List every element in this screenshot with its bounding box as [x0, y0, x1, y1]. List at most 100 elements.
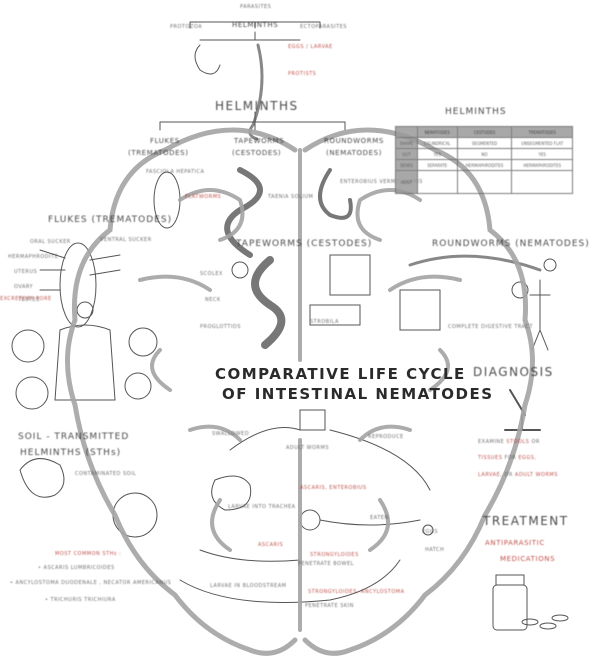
table-cell: YES	[511, 148, 573, 160]
table-cell: HERMAPHRODITES	[456, 159, 513, 171]
table-cell: HERMAPHRODITES	[511, 159, 573, 171]
flatworms-label: FLATWORMS	[185, 194, 222, 200]
flukes-panel-title: FLUKES (TREMATODES)	[48, 215, 173, 225]
table-header: CESTODES	[456, 126, 513, 138]
sth-list-item: • ASCARIS LUMBRICOIDES	[38, 565, 115, 571]
body-head-sketch	[76, 301, 94, 319]
cycle-title-1: COMPARATIVE LIFE CYCLE	[215, 365, 466, 383]
person-sketch	[529, 279, 551, 351]
magnify-circle-1	[11, 329, 45, 363]
cycle-larvae-blood: LARVAE IN BLOODSTREAM	[210, 583, 287, 589]
fluke-label: UTERUS	[14, 269, 38, 275]
roundworms-label: ROUNDWORMS	[324, 137, 384, 145]
main-tree-lines	[159, 111, 346, 131]
label-protozoa: PROTOZOA	[170, 24, 203, 30]
diagnosis-word: ADULT WORMS	[514, 472, 558, 478]
table-cell: SEXES	[395, 159, 418, 171]
cycle-reproduce: REPRODUCE	[368, 434, 404, 440]
diagnosis-title: DIAGNOSIS	[473, 365, 554, 379]
diagnosis-word: EXAMINE	[478, 439, 505, 445]
magnify-circle-4	[124, 372, 152, 400]
table-cell	[511, 170, 573, 194]
roundworm-box-1	[329, 254, 371, 296]
diagnosis-word: OR	[504, 472, 513, 478]
diagnosis-word: LARVAE,	[478, 472, 503, 478]
lungs-sketch	[211, 475, 252, 511]
fluke-label: HERMAPHRODITE	[8, 254, 59, 260]
table-header: NEMATODES	[416, 126, 458, 138]
diagnosis-word: STOOLS	[506, 439, 530, 445]
tapeworm-sketch	[224, 167, 263, 258]
cycle-strongyloides-ancylostoma: STRONGYLOIDES, ANCYLOSTOMA	[308, 589, 405, 595]
most-common-sth-label: MOST COMMON STHs :	[55, 551, 122, 557]
arrow-eaten	[319, 519, 421, 526]
table-cell	[416, 170, 458, 194]
table-cell: NO	[456, 148, 513, 160]
cycle-penetrate-bowel: PENETRATE BOWEL	[298, 561, 354, 567]
diagnosis-word: TISSUES	[478, 455, 503, 461]
label-ectoparasites: ECTOPARASITES	[300, 24, 347, 30]
top-organ-sketch	[194, 44, 221, 75]
tapeworm-label: NECK	[205, 297, 221, 303]
fluke-label: ORAL SUCKER	[30, 239, 71, 245]
table-cell: YES	[416, 148, 458, 160]
tapeworm-panel-title: TAPEWORMS (CESTODES)	[236, 239, 373, 249]
arrow-reproduce	[329, 429, 431, 491]
table-cell: SEGMENTED	[456, 137, 513, 149]
cycle-eggs: EGGS	[422, 529, 439, 535]
brain-left-outline	[65, 127, 298, 656]
sth-list-item: • ANCYLOSTOMA DUODENALE , NECATOR AMERIC…	[10, 580, 172, 586]
diagnosis-text: TISSUES FOR EGGS,	[478, 456, 537, 461]
tapeworm-label: PROGLOTTIDS	[200, 324, 241, 330]
contaminated-soil-label: CONTAMINATED SOIL	[75, 471, 137, 477]
cycle-adult-worms: ADULT WORMS	[286, 445, 330, 451]
top-tree-lines	[189, 21, 321, 29]
cycle-eaten: EATEN	[370, 515, 389, 521]
body-torso-sketch	[54, 324, 116, 401]
hand-soil-sketch	[19, 458, 65, 498]
table-cell: CYLINDRICAL	[416, 137, 458, 149]
cycle-swallowed: SWALLOWED	[212, 431, 250, 437]
flukes-sub: (TREMATODES)	[128, 149, 189, 157]
tapeworms-sub: (CESTODES)	[232, 149, 282, 157]
roundworms-sub: (NEMATODES)	[326, 149, 383, 157]
diagnosis-word: FOR	[504, 455, 517, 461]
tapeworm-label: STROBILA	[310, 319, 339, 325]
sth-title-2: HELMINTHS (STHs)	[20, 448, 122, 458]
fluke-label: OVARY	[14, 284, 34, 290]
diagnosis-word: OR	[531, 439, 540, 445]
table-cell: SHAPE	[395, 137, 418, 149]
table-title: HELMINTHS	[445, 107, 507, 117]
cycle-strongyloides: STRONGYLOIDES	[310, 552, 359, 558]
roundworm-box-2	[399, 289, 441, 331]
fluke-label: TESTES	[18, 297, 40, 303]
roundworm-sketch	[318, 168, 353, 220]
tapeworms-label: TAPEWORMS	[234, 137, 285, 145]
sth-list-item: • TRICHURIS TRICHIURA	[45, 597, 116, 603]
tapeworm-panel-sketch	[251, 256, 286, 349]
fluke-label: VENTRAL SUCKER	[100, 237, 152, 243]
tapeworm-label: SCOLEX	[200, 271, 223, 277]
cycle-center-sketch	[299, 509, 321, 531]
flukes-label: FLUKES	[150, 137, 180, 145]
table-cell: GUT	[395, 148, 418, 160]
arrow-bowel	[199, 549, 301, 562]
brain-overlay	[65, 127, 535, 656]
treatment-line-1: ANTIPARASITIC	[485, 539, 545, 547]
table-cell: SEPARATE	[416, 159, 458, 171]
label-parasites: PARASITES	[240, 4, 272, 10]
adult-worms-sketch	[299, 409, 326, 431]
label-eggs-larvae: EGGS / LARVAE	[288, 44, 333, 50]
enterobius-label: ENTEROBIUS VERMICULARIS	[340, 179, 423, 185]
label-helminths-small: HELMINTHS	[232, 21, 279, 29]
treatment-line-2: MEDICATIONS	[500, 555, 556, 563]
table-cell: UNSEGMENTED FLAT	[511, 137, 573, 149]
fasciola-label: FASCIOLA HEPATICA	[146, 169, 205, 175]
sth-title-1: SOIL - TRANSMITTED	[18, 432, 130, 442]
cycle-hatch: HATCH	[425, 547, 445, 553]
table-header: TREMATODES	[511, 126, 573, 138]
top-worm-sketch	[248, 43, 264, 141]
cycle-penetrate-skin: PENETRATE SKIN	[305, 603, 354, 609]
